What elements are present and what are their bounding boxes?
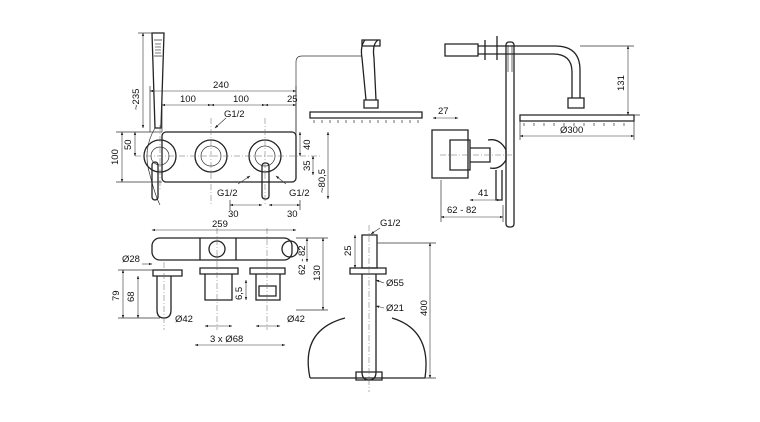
label-41: 41 [478, 188, 489, 199]
front-view-labels: ~235 240 100 100 25 G1/2 100 50 40 35 ~8… [110, 80, 328, 220]
label-head-diameter: Ø300 [560, 125, 583, 136]
label-thread-bottom-right: G1/2 [289, 188, 310, 199]
label-thread-top: G1/2 [224, 109, 245, 120]
label-68: 68 [126, 291, 137, 302]
top-view [118, 228, 328, 347]
shower-arm-view [307, 225, 436, 392]
top-view-labels: 259 62 - 82 130 Ø28 79 68 6,5 Ø42 Ø42 3 … [111, 219, 323, 345]
label-left-spacing: 100 [180, 94, 196, 105]
label-dia-21: Ø21 [386, 303, 404, 314]
label-top-range: 62 - 82 [297, 245, 308, 275]
side-view-labels: 27 Ø300 131 41 62 - 82 [438, 75, 627, 216]
label-130: 130 [312, 265, 323, 281]
hand-shower [146, 32, 165, 206]
label-400: 400 [419, 300, 430, 316]
label-bottom-30-left: 30 [228, 209, 239, 220]
label-dia-42-left: Ø42 [175, 314, 193, 325]
label-27: 27 [438, 106, 449, 117]
label-plate-height: 100 [110, 149, 121, 165]
side-view [431, 36, 640, 228]
label-6-5: 6,5 [234, 287, 245, 300]
label-total-width: 240 [213, 80, 229, 91]
label-arm-25: 25 [343, 245, 354, 256]
label-thread-bottom-left: G1/2 [217, 188, 238, 199]
label-dia-28: Ø28 [122, 254, 140, 265]
label-arm-thread: G1/2 [380, 218, 401, 229]
label-right-40: 40 [302, 139, 313, 150]
label-bottom-30-right: 30 [287, 209, 298, 220]
lever-handle [261, 162, 270, 200]
label-79: 79 [111, 290, 122, 301]
label-right-spacing: 100 [233, 94, 249, 105]
front-view [116, 32, 362, 210]
label-dia-55: Ø55 [386, 278, 404, 289]
label-handshower-height: ~235 [131, 89, 142, 110]
shower-arm-labels: G1/2 25 Ø55 Ø21 400 [343, 218, 430, 316]
mounting-plate [161, 131, 297, 183]
label-right-805: ~80,5 [317, 169, 328, 193]
shower-head-front [309, 39, 423, 123]
label-259: 259 [212, 219, 228, 230]
label-dia-42-right: Ø42 [287, 314, 305, 325]
label-3x68: 3 x Ø68 [210, 334, 243, 345]
label-side-range: 62 - 82 [447, 205, 477, 216]
label-right-35: 35 [302, 160, 313, 171]
label-plate-half: 50 [123, 139, 134, 150]
label-131: 131 [616, 75, 627, 91]
label-offset: 25 [287, 94, 298, 105]
